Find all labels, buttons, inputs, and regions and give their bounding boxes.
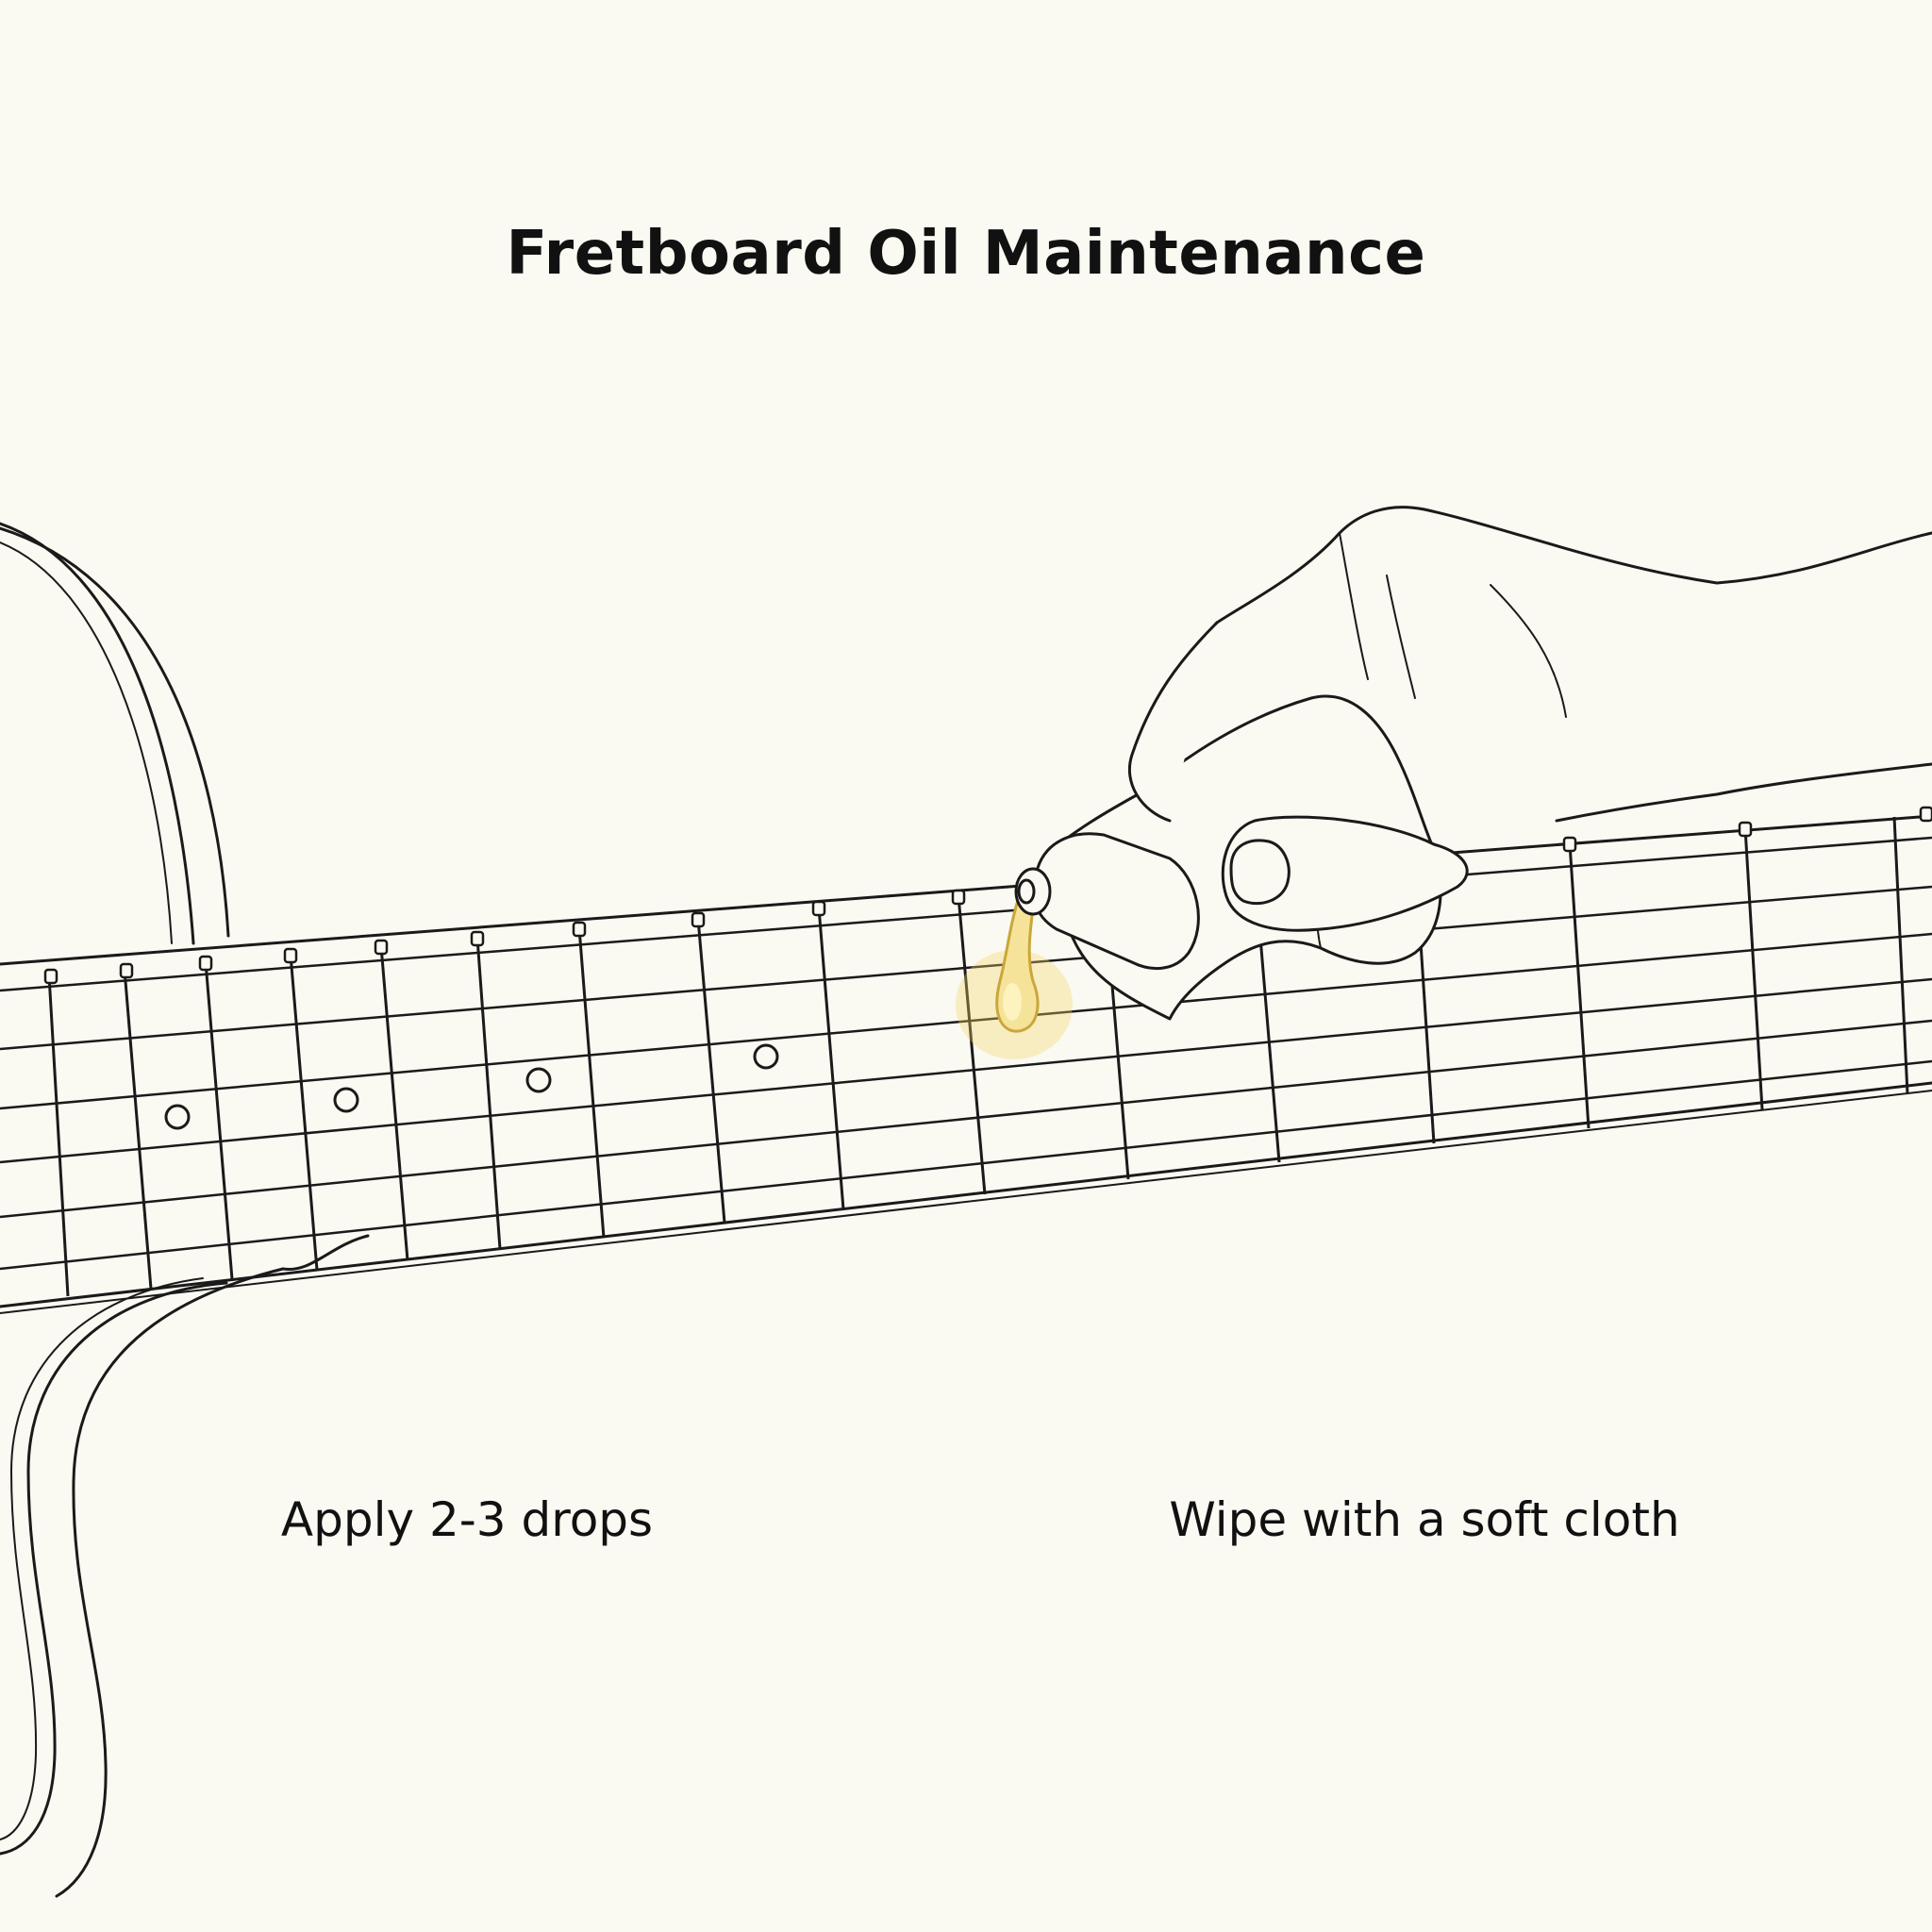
fretboard-bottom-edge: [0, 1081, 1932, 1308]
guitar-body-lower-edge: [0, 1281, 228, 1856]
fretboard-top-edge: [0, 814, 1932, 966]
string-3: [0, 932, 1932, 1110]
fret: [1743, 827, 1764, 1110]
side-markers: [43, 806, 1932, 985]
strings: [0, 836, 1932, 1271]
inlay-dots: [164, 1043, 779, 1130]
side-marker: [691, 911, 706, 928]
bottle-nozzle-tip: [1017, 878, 1036, 905]
side-marker: [43, 968, 58, 985]
side-marker: [470, 930, 485, 947]
inlay-dot: [164, 1104, 191, 1130]
oil-bottle: [1031, 832, 1200, 971]
neck-binding-bottom: [0, 1090, 1932, 1314]
guitar-body-upper-edge: [0, 522, 195, 945]
fret: [1892, 816, 1909, 1095]
side-marker: [198, 955, 213, 972]
guitar-body-lower-edge-outer: [55, 1267, 285, 1898]
side-marker: [374, 939, 389, 956]
inlay-dot: [525, 1067, 552, 1093]
fret: [475, 937, 502, 1250]
side-marker: [119, 962, 134, 979]
side-marker: [1562, 836, 1577, 853]
fret: [47, 974, 70, 1297]
fret: [577, 927, 606, 1239]
inlay-dot: [753, 1043, 779, 1070]
thumbnail: [1229, 839, 1291, 906]
fret: [204, 961, 234, 1280]
guitar-body-upper-edge-inner: [0, 541, 173, 944]
step-wipe-cloth: Wipe with a soft cloth: [1169, 1492, 1680, 1547]
side-marker: [283, 947, 298, 964]
guitar-body-upper-edge-outer: [0, 526, 230, 938]
oil-drop: [956, 891, 1073, 1059]
side-marker: [1738, 821, 1753, 838]
hand-with-oil-bottle: [1014, 506, 1932, 1021]
step-apply-drops: Apply 2-3 drops: [280, 1492, 654, 1547]
knuckle-line: [1386, 575, 1416, 699]
string-1: [0, 836, 1932, 992]
string-4: [0, 977, 1932, 1164]
fret: [696, 918, 726, 1224]
inlay-dot: [333, 1087, 359, 1113]
string-5: [0, 1019, 1932, 1219]
side-marker: [1919, 806, 1932, 823]
string-6: [0, 1059, 1932, 1271]
fret: [289, 954, 319, 1271]
side-marker: [951, 889, 966, 906]
finger-crease: [1490, 584, 1567, 718]
frets: [47, 816, 1909, 1297]
guitar-body-lower-edge-inner: [0, 1277, 204, 1840]
side-marker: [572, 921, 587, 938]
side-marker: [811, 900, 826, 917]
fret: [123, 969, 153, 1290]
knuckle-line: [1339, 532, 1369, 680]
oil-drop-highlight: [1003, 983, 1022, 1021]
thumb: [1221, 815, 1469, 932]
fret: [817, 907, 845, 1210]
index-finger: [1127, 621, 1219, 823]
diagram-title: Fretboard Oil Maintenance: [506, 219, 1426, 289]
fret: [957, 895, 987, 1195]
fret: [379, 945, 409, 1261]
arm-lower-outline: [1555, 762, 1932, 823]
fret: [1568, 842, 1591, 1129]
neck-heel-joint: [281, 1234, 370, 1272]
